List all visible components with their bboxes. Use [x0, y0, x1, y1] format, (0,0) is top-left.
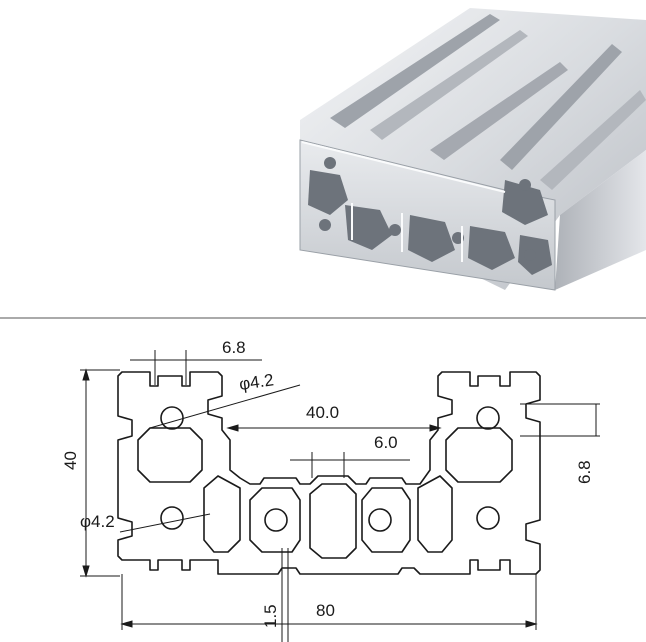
- dim-slot-gap: 6.0: [374, 433, 398, 452]
- dim-slot-depth: 6.8: [575, 460, 594, 484]
- dim-width: 80: [316, 601, 335, 620]
- dim-wall-thickness: 1.5: [261, 604, 280, 628]
- dim-slot-width: 6.8: [222, 338, 246, 357]
- extrusion-photo: [299, 8, 646, 291]
- profile-groove: [430, 62, 568, 160]
- dim-height: 40: [61, 451, 80, 470]
- profile-highlights: [301, 141, 506, 262]
- profile-groove: [500, 44, 622, 170]
- dim-hole-diameter-bottom: φ4.2: [80, 512, 115, 531]
- profile-groove: [370, 30, 528, 140]
- dimension-lines: [80, 350, 600, 642]
- profile-groove: [540, 90, 646, 190]
- profile-cavities: [308, 157, 552, 275]
- dim-center-distance: 40.0: [306, 403, 339, 422]
- profile-outline: [117, 371, 541, 575]
- profile-groove: [330, 14, 500, 128]
- profile-side-surface: [555, 150, 646, 290]
- dim-hole-diameter-top: φ4.2: [238, 370, 275, 394]
